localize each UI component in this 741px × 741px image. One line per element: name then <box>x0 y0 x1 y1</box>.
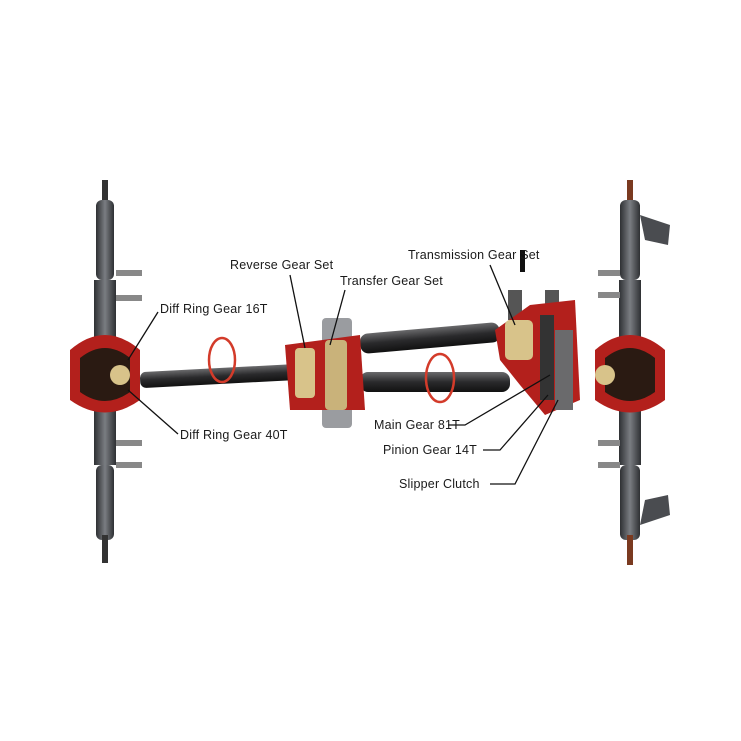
label-main-gear-81t: Main Gear 81T <box>374 418 460 432</box>
leader-lines <box>127 264 559 485</box>
transmission <box>495 250 580 415</box>
label-slipper-clutch: Slipper Clutch <box>399 477 480 491</box>
rear-axle <box>595 180 670 565</box>
label-diff-ring-gear-40t: Diff Ring Gear 40T <box>180 428 288 442</box>
label-pinion-gear-14t: Pinion Gear 14T <box>383 443 478 457</box>
label-diff-ring-gear-16t: Diff Ring Gear 16T <box>160 302 268 316</box>
front-axle <box>70 180 142 563</box>
label-transfer-gear-set: Transfer Gear Set <box>340 274 443 288</box>
rotation-arrows <box>207 336 456 404</box>
transfer-case <box>285 318 365 428</box>
label-transmission-gear-set: Transmission Gear Set <box>408 248 540 262</box>
label-reverse-gear-set: Reverse Gear Set <box>230 258 334 272</box>
driveshafts <box>139 322 510 392</box>
